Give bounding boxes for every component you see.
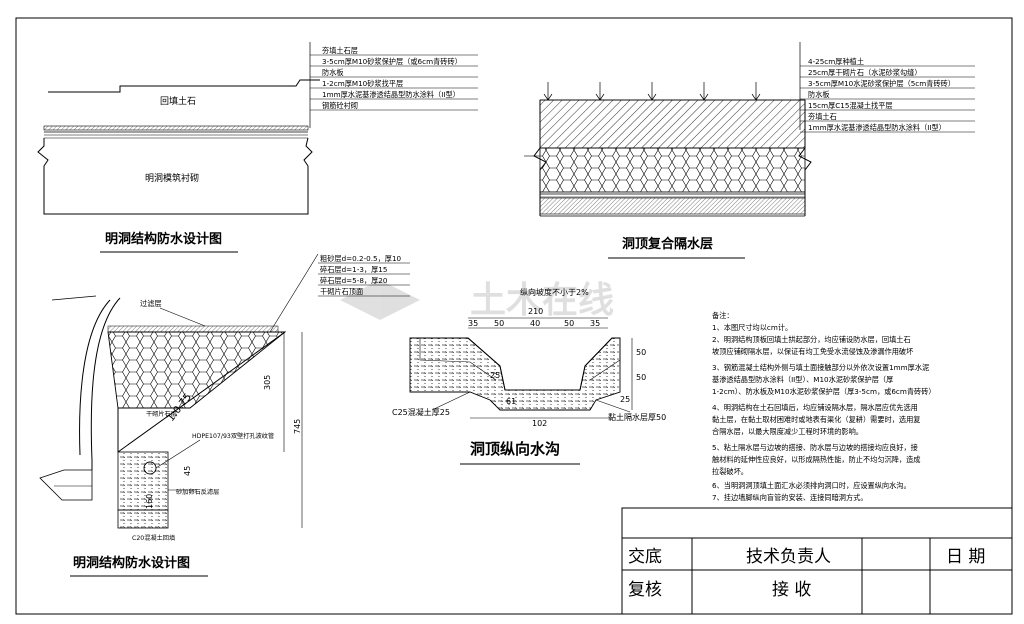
fig3-dim-160: 160 (145, 494, 154, 509)
fig4-longitudinal-ditch: 纵向坡度不小于2% 210 35 50 40 50 35 61 102 50 5… (392, 287, 666, 465)
tb-handover: 交底 (628, 547, 662, 567)
fig4-dim-row: 35 50 40 50 35 (468, 319, 600, 328)
fig2-composite-water-barrier: 4-25cm厚种植土 25cm厚干砌片石（水泥砂浆勾缝） 3-5cm厚M10水泥… (524, 42, 975, 259)
fig1-layer: 防水板 (322, 68, 344, 77)
fig1-lining-label: 明洞模筑衬砌 (145, 172, 199, 184)
note-line: 5、粘土隔水层与边坡的搭接、防水层与边坡的搭接均应良好，接 (712, 443, 918, 452)
tb-tech-lead: 技术负责人 (746, 547, 831, 567)
tb-date: 日 期 (946, 547, 985, 567)
fig3-dim-305: 305 (263, 375, 272, 390)
fig3-layer-list: 粗砂层d=0.2-0.5，厚10 碎石层d=1-3，厚15 碎石层d=5-8，厚… (318, 254, 410, 297)
fig3-dim-45: 45 (183, 466, 192, 476)
fig3-pipe-label: HDPE107/93双壁打孔波纹管 (192, 432, 274, 440)
fig1-layer: 钢筋砼衬砌 (322, 101, 358, 110)
fig4-dim: 25 (620, 395, 630, 404)
fig2-title: 洞顶复合隔水层 (622, 236, 713, 252)
fig4-dim-top: 210 (528, 307, 543, 316)
fig4-dim: 40 (530, 319, 540, 328)
fig3-title: 明洞结构防水设计图 (73, 555, 190, 571)
fig2-layer: 夯填土石 (808, 112, 837, 121)
fig1-layer: 夯填土石层 (322, 46, 358, 55)
fig3-drain-detail: 粗砂层d=0.2-0.5，厚10 碎石层d=1-3，厚15 碎石层d=5-8，厚… (39, 253, 410, 577)
watermark-logo (340, 280, 420, 320)
note-line: 拉裂破坏。 (712, 467, 748, 476)
note-line: 坡顶应铺砌隔水层，以保证有均工免受水流侵蚀及渗漏作用破坏 (712, 347, 913, 356)
fig4-dim: 50 (636, 348, 646, 357)
fig3-layer: 干砌片石顶面 (320, 287, 363, 296)
fig4-dim: 35 (468, 319, 478, 328)
fig4-dim-left: 25 (490, 371, 500, 380)
note-line: 4、明洞结构在土石回填后，均应铺设隔水层，隔水层应优先选用 (712, 403, 918, 412)
watermark: 土木在线 (340, 280, 614, 321)
tb-receive: 接 收 (772, 580, 811, 600)
note-line: 6、当明洞洞顶填土面汇水必须排向洞口时，应设置纵向水沟。 (712, 481, 911, 490)
note-line: 2、明洞结构顶板回填土拱起部分，均应铺设防水层，回填土石 (712, 335, 911, 344)
fig2-layer: 4-25cm厚种植土 (808, 57, 864, 66)
sheet-border (15, 17, 1013, 615)
fig4-slope-note: 纵向坡度不小于2% (520, 287, 589, 297)
fig2-layer: 防水板 (808, 90, 830, 99)
fig4-dim-bottom: 102 (532, 419, 547, 428)
fig4-dim: 50 (494, 319, 504, 328)
fig4-c25-label: C25混凝土厚25 (392, 407, 450, 417)
fig4-dim-right: 50 50 25 (620, 338, 646, 410)
fig3-sand-label: 砂加卵石反滤层 (176, 488, 219, 496)
fig2-layer: 25cm厚干砌片石（水泥砂浆勾缝） (808, 68, 922, 77)
fig3-c20-label: C20混凝土回填 (132, 534, 175, 542)
fig3-filter-label: 过滤层 (140, 299, 162, 308)
note-line: 3、钢筋混凝土结构外侧与填土面接触部分以外依次设置1mm厚水泥 (712, 363, 929, 372)
fig3-layer: 碎石层d=5-8，厚20 (320, 276, 388, 285)
fig1-backfill-label: 回填土石 (160, 95, 196, 107)
watermark-text: 土木在线 (470, 280, 614, 321)
note-line: 1-2cm）、防水板及M10水泥砂浆保护层（厚3-5cm，或6cm青砖砖） (712, 387, 936, 396)
fig1-layer: 1mm厚水泥基渗透结晶型防水涂料（II型） (322, 90, 460, 99)
fig3-dim-745: 745 (293, 419, 302, 434)
fig1-layer: 1-2cm厚M10砂浆找平层 (322, 79, 403, 88)
note-line: 1、本图尺寸均以cm计。 (712, 323, 792, 332)
note-line: 基渗透结晶型防水涂料（II型）、M10水泥砂浆保护层（厚 (712, 375, 893, 384)
fig3-layer: 碎石层d=1-3，厚15 (320, 265, 387, 274)
fig3-dry-stone-label: 干砌片石层 (146, 410, 177, 418)
fig1-layer: 3-5cm厚M10砂浆保护层（或6cm青砖砖） (322, 57, 462, 66)
notes-heading: 备注： (712, 311, 734, 320)
fig1-open-cut-waterproof: 回填土石 明洞模筑衬砌 夯填土石层 3-5cm厚M10砂浆保护层（或6cm青砖砖… (37, 42, 478, 253)
fig4-dim: 50 (564, 319, 574, 328)
fig4-dim-inner: 61 (506, 397, 516, 406)
title-block: 交底 技术负责人 日 期 复核 接 收 (621, 507, 1013, 615)
note-line: 黏土层，在黏土取材困难时或地表有渠化（复耕）需要时，选用复 (712, 415, 920, 424)
note-line: 7、挂边墙脚纵向盲管的安装、连接同暗洞方式。 (712, 493, 868, 502)
fig1-title: 明洞结构防水设计图 (105, 231, 222, 247)
notes-block: 备注： 1、本图尺寸均以cm计。 2、明洞结构顶板回填土拱起部分，均应铺设防水层… (712, 311, 936, 502)
fig2-layer-list: 4-25cm厚种植土 25cm厚干砌片石（水泥砂浆勾缝） 3-5cm厚M10水泥… (800, 57, 975, 133)
note-line: 合隔水层，以最大限度减少工程时环境的影响。 (712, 427, 863, 436)
fig4-dim: 35 (590, 319, 600, 328)
fig2-layer: 1mm厚水泥基渗透结晶型防水涂料（II型） (808, 123, 946, 132)
note-line: 触材料的延伸性应良好，以形成隔热性能，防止不均匀沉降，造成 (712, 455, 920, 464)
fig3-layer: 粗砂层d=0.2-0.5，厚10 (320, 254, 402, 263)
fig4-dim: 50 (636, 373, 646, 382)
fig4-title: 洞顶纵向水沟 (470, 440, 560, 458)
tb-review: 复核 (628, 580, 662, 600)
fig2-layer: 3-5cm厚M10水泥砂浆保护层（5cm青砖砖） (808, 79, 955, 88)
fig4-clay-label: 黏土隔水层厚50 (608, 412, 666, 422)
fig2-layer: 15cm厚C15混凝土找平层 (808, 101, 893, 110)
fig1-layer-list: 夯填土石层 3-5cm厚M10砂浆保护层（或6cm青砖砖） 防水板 1-2cm厚… (310, 46, 478, 111)
